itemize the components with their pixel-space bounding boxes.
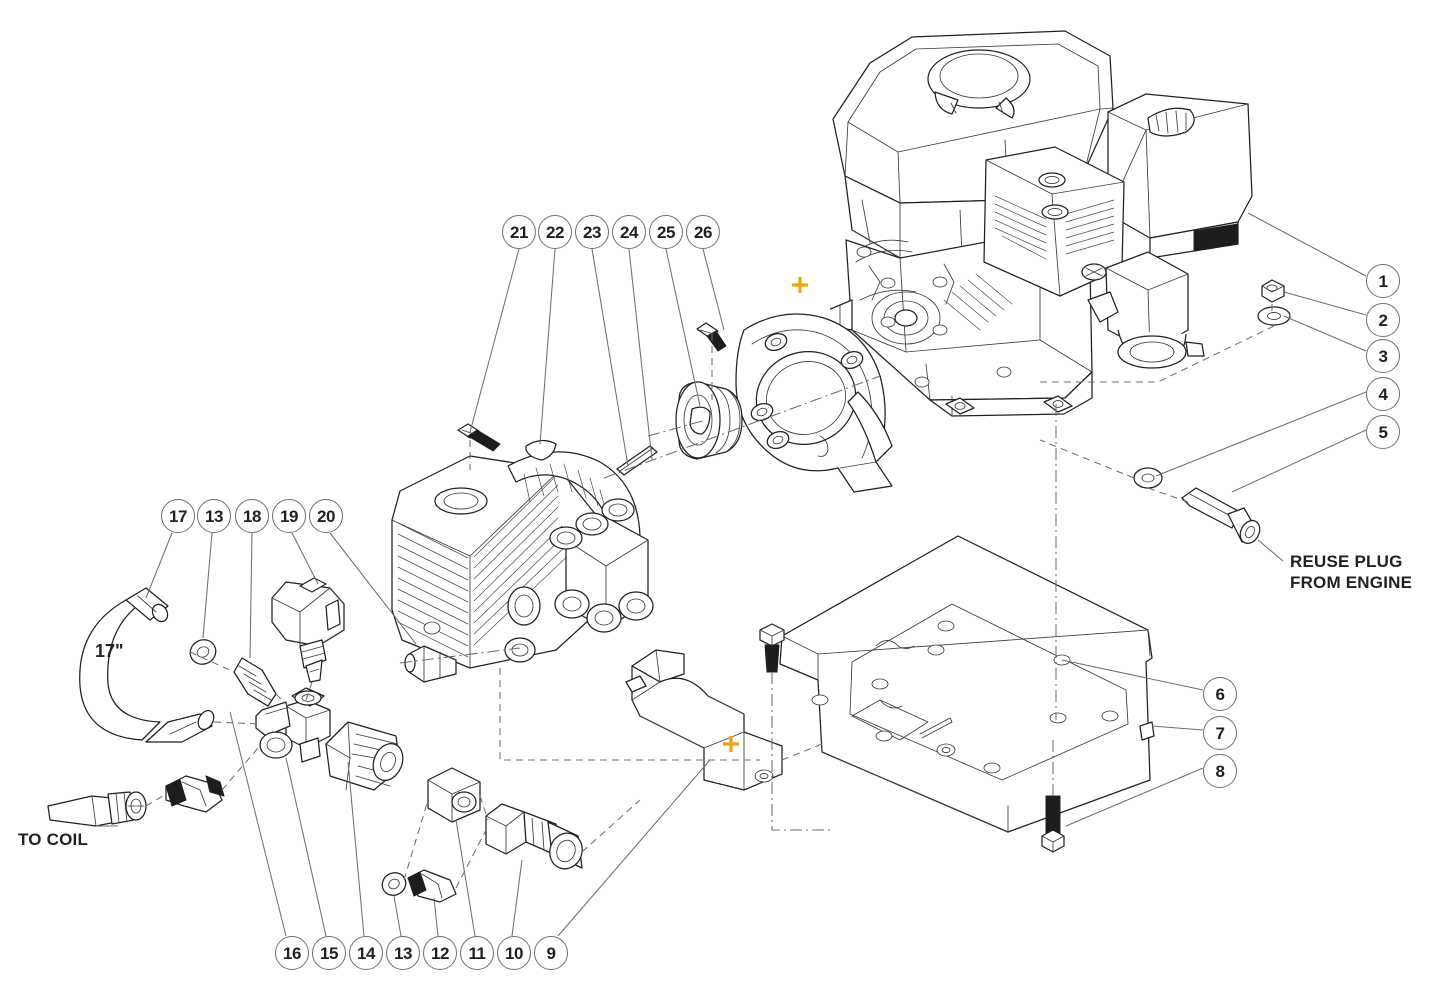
- part-pump-bolt: [457, 423, 501, 452]
- callout-21[interactable]: 21: [502, 215, 536, 249]
- part-unloader-valve: [325, 721, 404, 791]
- part-lock-nut: [1261, 279, 1285, 303]
- part-outlet-hose: [47, 791, 147, 827]
- part-quick-coupler: [485, 803, 583, 870]
- part-pump-inlet-fitting: [404, 645, 457, 683]
- part-street-elbow: [407, 869, 457, 903]
- weld-marker-engine: [792, 277, 808, 293]
- callout-23[interactable]: 23: [575, 215, 609, 249]
- part-pressure-switch: [271, 577, 345, 683]
- callout-15[interactable]: 15: [312, 936, 346, 970]
- part-bypass-hose: [79, 587, 215, 743]
- callout-9[interactable]: 9: [534, 936, 568, 970]
- callout-14[interactable]: 14: [349, 936, 383, 970]
- part-pump: [391, 439, 654, 669]
- callout-13-lower[interactable]: 13: [386, 936, 420, 970]
- part-bell-housing-adapter: [735, 313, 893, 493]
- dimension-hose-length: 17": [95, 641, 124, 661]
- callout-20[interactable]: 20: [309, 499, 343, 533]
- callout-6[interactable]: 6: [1203, 677, 1237, 711]
- callout-22[interactable]: 22: [538, 215, 572, 249]
- callout-2[interactable]: 2: [1366, 303, 1400, 337]
- part-o-ring-lower: [381, 872, 407, 896]
- callout-18[interactable]: 18: [235, 499, 269, 533]
- callout-3[interactable]: 3: [1366, 339, 1400, 373]
- part-flat-washer-lower: [1133, 467, 1163, 489]
- part-shaft-key: [616, 445, 658, 476]
- callout-11[interactable]: 11: [460, 936, 494, 970]
- callout-5[interactable]: 5: [1366, 415, 1400, 449]
- callout-26[interactable]: 26: [686, 215, 720, 249]
- weld-marker-bracket: [723, 736, 739, 752]
- callout-16[interactable]: 16: [275, 936, 309, 970]
- callout-1[interactable]: 1: [1366, 264, 1400, 298]
- callout-25[interactable]: 25: [649, 215, 683, 249]
- note-reuse-plug: REUSE PLUG FROM ENGINE: [1290, 552, 1413, 592]
- callout-17[interactable]: 17: [161, 499, 195, 533]
- note-to-coil: TO COIL: [18, 830, 89, 849]
- part-coupling-hub: [675, 381, 743, 460]
- part-base-plate: [779, 535, 1155, 833]
- callout-13-upper[interactable]: 13: [197, 499, 231, 533]
- part-flat-washer-upper: [1257, 306, 1291, 326]
- part-o-ring-upper: [189, 639, 217, 665]
- part-plug: [1181, 487, 1261, 545]
- callout-19[interactable]: 19: [272, 499, 306, 533]
- callout-24[interactable]: 24: [612, 215, 646, 249]
- callout-7[interactable]: 7: [1203, 716, 1237, 750]
- part-tee-block: [255, 687, 331, 763]
- part-hose-barb: [233, 657, 277, 707]
- part-engine: [830, 30, 1253, 417]
- part-hex-bolt-upper: [759, 623, 785, 673]
- part-mounting-bracket: [625, 649, 783, 791]
- callout-leader-lines: [96, 212, 1367, 937]
- callout-4[interactable]: 4: [1366, 377, 1400, 411]
- part-elbow-fitting: [165, 775, 225, 813]
- part-hex-bolt-lower: [1041, 795, 1065, 853]
- part-hex-nipple: [427, 767, 481, 823]
- callout-8[interactable]: 8: [1203, 754, 1237, 788]
- callout-12[interactable]: 12: [423, 936, 457, 970]
- callout-10[interactable]: 10: [497, 936, 531, 970]
- assembly-centerlines: [145, 304, 1275, 889]
